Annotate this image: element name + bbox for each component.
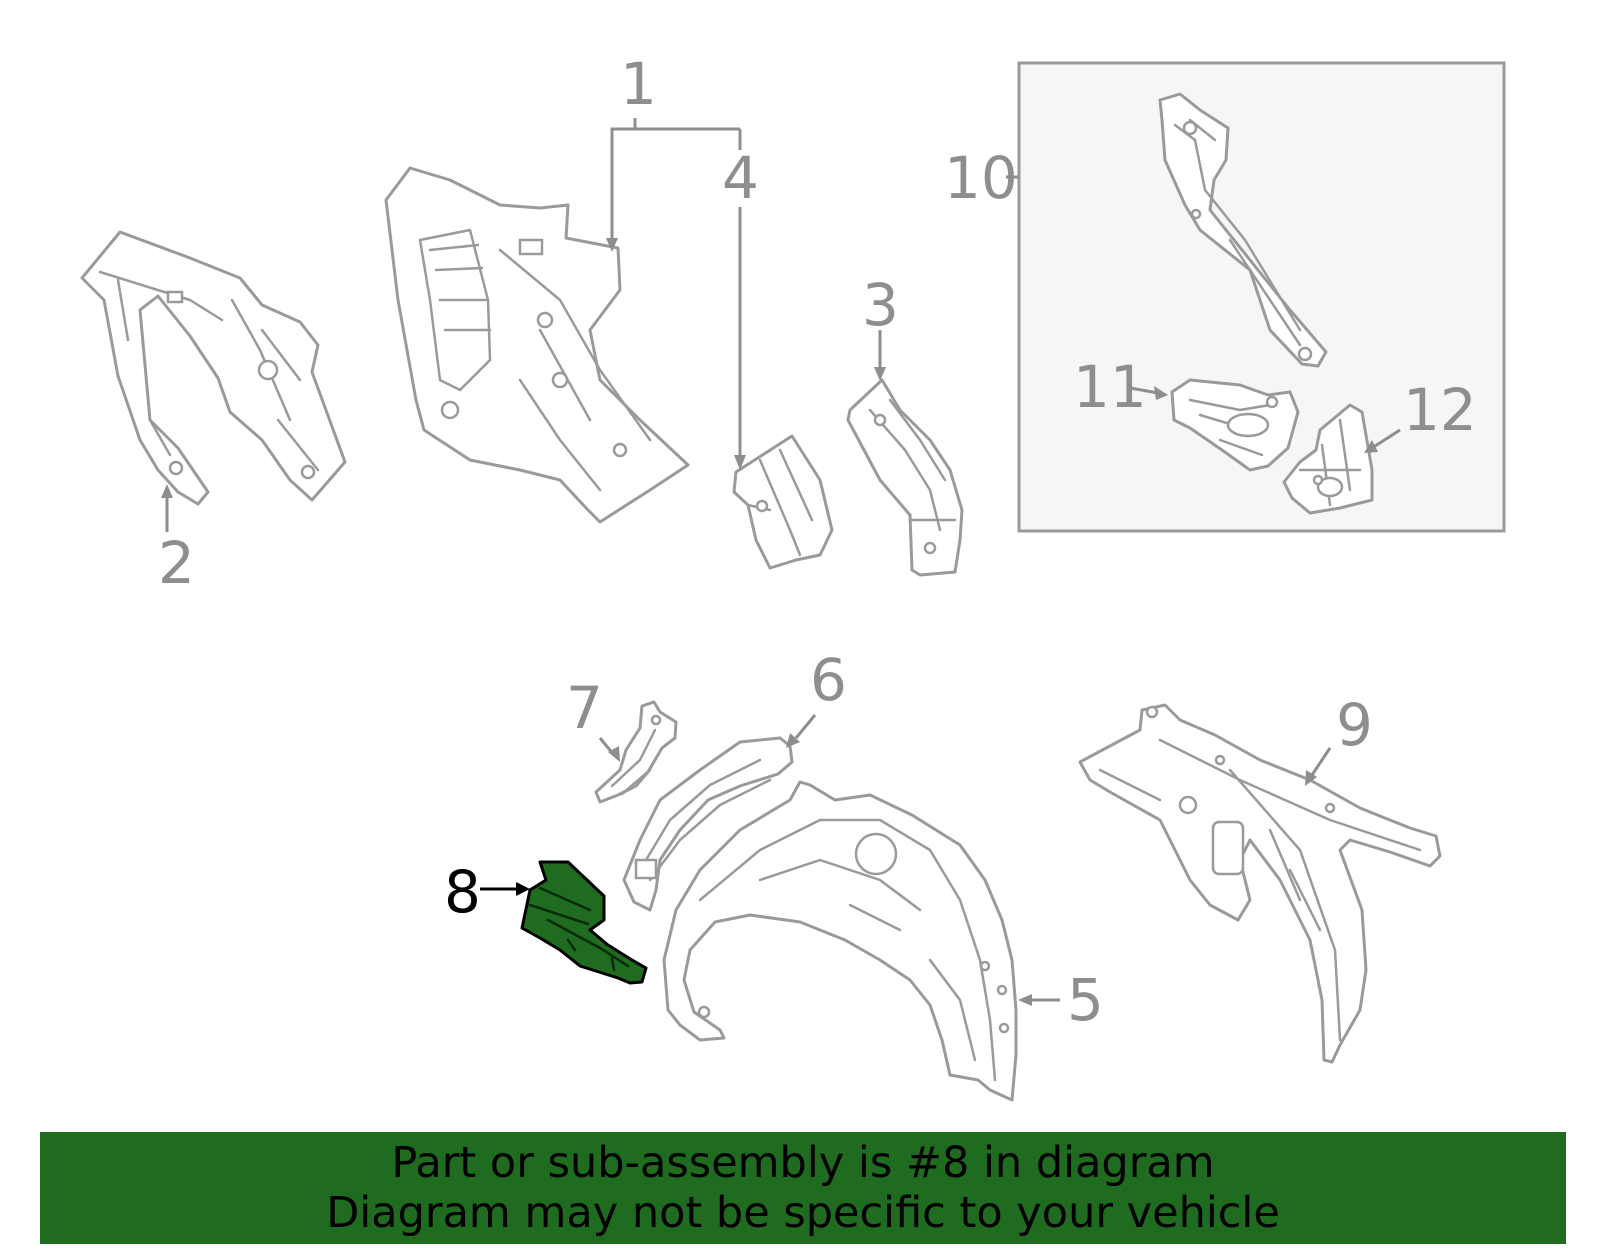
banner-line-2: Diagram may not be specific to your vehi… bbox=[326, 1188, 1280, 1238]
part-9-drawing[interactable] bbox=[1078, 703, 1442, 1064]
callout-8-arrow bbox=[516, 882, 530, 896]
callout-7-arrow bbox=[608, 746, 620, 762]
callout-9-arrow bbox=[1305, 770, 1317, 786]
callout-5-label[interactable]: 5 bbox=[1067, 966, 1104, 1034]
info-banner: Part or sub-assembly is #8 in diagram Di… bbox=[40, 1132, 1566, 1244]
part-8-drawing[interactable] bbox=[520, 860, 648, 985]
callout-5-arrow bbox=[1018, 994, 1032, 1006]
callout-6-arrow bbox=[786, 733, 800, 748]
part-2-drawing[interactable] bbox=[80, 230, 347, 506]
part-5-drawing[interactable] bbox=[662, 780, 1018, 1102]
callout-3-arrow bbox=[874, 367, 886, 381]
callout-6-leader bbox=[794, 714, 817, 739]
callout-1-arrow bbox=[606, 238, 618, 252]
banner-line-1: Part or sub-assembly is #8 in diagram bbox=[391, 1138, 1215, 1188]
callout-9-leader bbox=[1310, 747, 1332, 776]
callout-11-leader bbox=[1129, 386, 1159, 395]
part-6-drawing[interactable] bbox=[622, 736, 794, 912]
callout-9-label[interactable]: 9 bbox=[1336, 691, 1373, 759]
callout-10-label[interactable]: 10 bbox=[944, 144, 1018, 212]
callout-4-arrow bbox=[734, 455, 746, 470]
callout-7-label[interactable]: 7 bbox=[566, 674, 603, 742]
callout-8-label[interactable]: 8 bbox=[444, 858, 481, 926]
callout-1-leader bbox=[610, 127, 740, 243]
callout-4-label[interactable]: 4 bbox=[722, 144, 759, 212]
callout-3-label[interactable]: 3 bbox=[862, 271, 899, 339]
callout-12-label[interactable]: 12 bbox=[1403, 376, 1477, 444]
callout-6-label[interactable]: 6 bbox=[810, 646, 847, 714]
callout-12-arrow bbox=[1364, 440, 1378, 453]
part-7-drawing[interactable] bbox=[594, 700, 678, 804]
callout-2-label[interactable]: 2 bbox=[158, 529, 195, 597]
callout-2-arrow bbox=[161, 484, 173, 498]
callout-11-label[interactable]: 11 bbox=[1073, 353, 1147, 421]
part-1-drawing[interactable] bbox=[384, 166, 690, 524]
callout-12-leader bbox=[1371, 428, 1401, 450]
callout-1-label[interactable]: 1 bbox=[620, 50, 657, 118]
part-12-drawing[interactable] bbox=[1282, 403, 1374, 515]
part-11-drawing[interactable] bbox=[1170, 378, 1300, 472]
callout-11-arrow bbox=[1154, 386, 1168, 400]
part-10-drawing[interactable] bbox=[1158, 92, 1328, 368]
part-4-drawing[interactable] bbox=[732, 434, 834, 570]
part-3-drawing[interactable] bbox=[846, 378, 964, 577]
